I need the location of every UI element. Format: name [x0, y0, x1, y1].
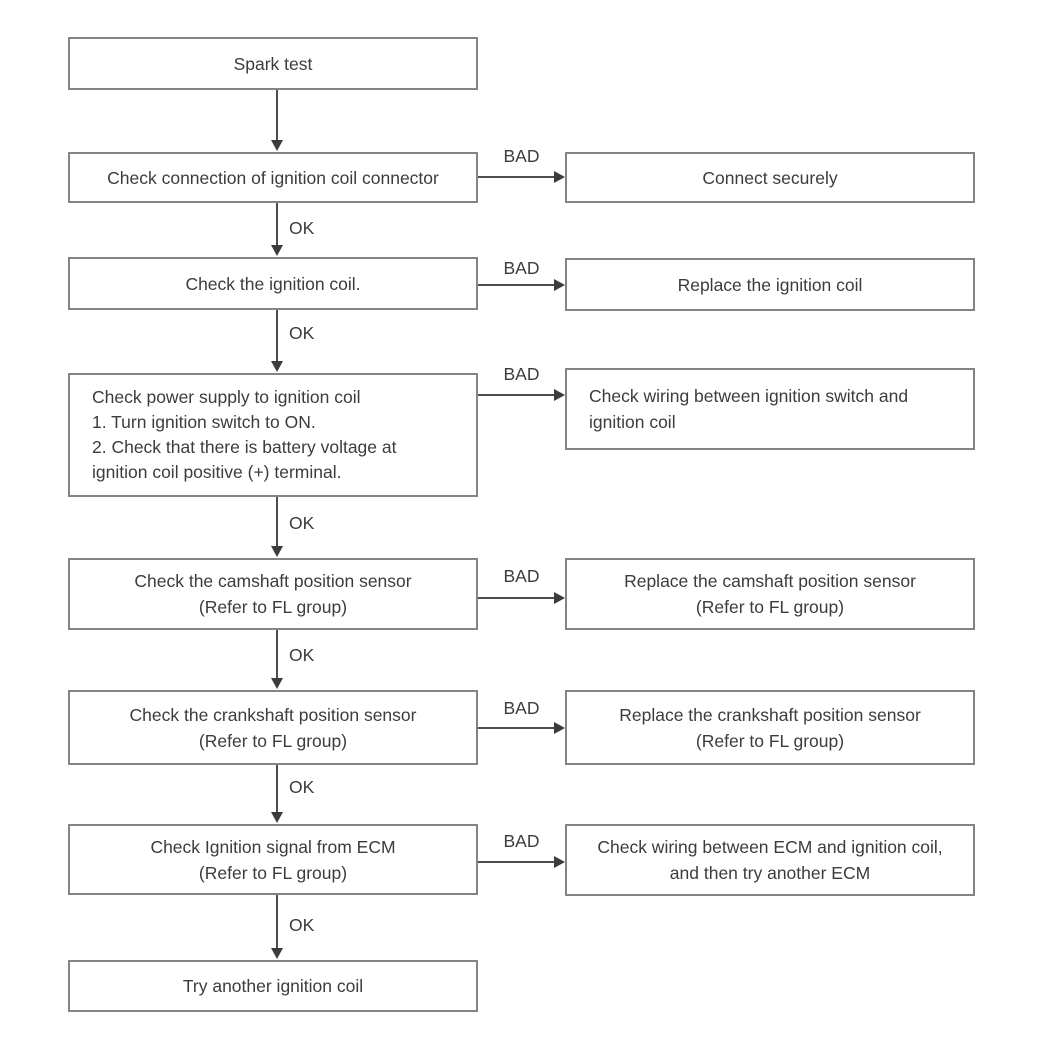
down-arrow-icon [271, 203, 283, 256]
right-arrow-icon [478, 856, 565, 868]
node-text: Check power supply to ignition coil [92, 387, 361, 407]
node-check-camshaft-sensor: Check the camshaft position sensor (Refe… [68, 558, 478, 630]
ok-label: OK [289, 513, 315, 533]
bad-label: BAD [503, 698, 540, 718]
right-arrow-icon [478, 389, 565, 401]
node-text: Check connection of ignition coil connec… [107, 167, 439, 188]
node-text-ref: (Refer to FL group) [198, 730, 348, 751]
ok-label: OK [289, 915, 315, 935]
right-arrow-icon [478, 722, 565, 734]
node-text: Try another ignition coil [182, 976, 364, 996]
bad-label: BAD [503, 364, 540, 384]
node-check-wiring-ecm-coil: Check wiring between ECM and ignition co… [565, 824, 975, 896]
node-text: Check wiring between ECM and ignition co… [597, 837, 943, 857]
node-text: Check wiring between ignition switch and [589, 386, 909, 406]
node-replace-ignition-coil: Replace the ignition coil [565, 258, 975, 311]
node-text-step1: 1. Turn ignition switch to ON. [92, 412, 316, 432]
node-check-wiring-switch-coil: Check wiring between ignition switch and… [565, 368, 975, 450]
node-text-ref: (Refer to FL group) [198, 862, 348, 883]
node-text-cont: and then try another ECM [669, 863, 871, 883]
node-check-connection: Check connection of ignition coil connec… [68, 152, 478, 203]
node-check-crankshaft-sensor: Check the crankshaft position sensor (Re… [68, 690, 478, 765]
bad-label: BAD [503, 566, 540, 586]
node-text-cont: ignition coil [589, 412, 676, 432]
node-text-ref: (Refer to FL group) [198, 597, 348, 617]
right-arrow-icon [478, 279, 565, 291]
ok-label: OK [289, 323, 315, 343]
node-text-ref: (Refer to FL group) [695, 597, 845, 617]
node-text: Spark test [233, 53, 313, 74]
node-check-ecm-signal: Check Ignition signal from ECM (Refer to… [68, 824, 478, 895]
ok-label: OK [289, 645, 315, 665]
bad-label: BAD [503, 258, 540, 278]
bad-label: BAD [503, 146, 540, 166]
node-check-ignition-coil: Check the ignition coil. [68, 257, 478, 310]
node-replace-camshaft-sensor: Replace the camshaft position sensor (Re… [565, 558, 975, 630]
bad-label: BAD [503, 831, 540, 851]
node-connect-securely: Connect securely [565, 152, 975, 203]
node-text-step2: 2. Check that there is battery voltage a… [92, 437, 397, 457]
down-arrow-icon [271, 497, 283, 557]
node-try-another-coil: Try another ignition coil [68, 960, 478, 1012]
down-arrow-icon [271, 310, 283, 372]
ok-label: OK [289, 777, 315, 797]
right-arrow-icon [478, 592, 565, 604]
node-text: Connect securely [702, 167, 838, 188]
node-text: Replace the crankshaft position sensor [619, 704, 921, 725]
down-arrow-icon [271, 630, 283, 689]
node-text: Replace the camshaft position sensor [624, 571, 916, 591]
down-arrow-icon [271, 90, 283, 151]
right-arrow-icon [478, 171, 565, 183]
ok-label: OK [289, 218, 315, 238]
down-arrow-icon [271, 765, 283, 823]
node-replace-crankshaft-sensor: Replace the crankshaft position sensor (… [565, 690, 975, 765]
node-text: Replace the ignition coil [677, 274, 863, 295]
node-text-ref: (Refer to FL group) [695, 730, 845, 751]
node-text-step2-cont: ignition coil positive (+) terminal. [92, 462, 342, 482]
node-text: Check the crankshaft position sensor [129, 704, 417, 725]
node-text: Check Ignition signal from ECM [150, 836, 396, 857]
node-spark-test: Spark test [68, 37, 478, 90]
node-check-power-supply: Check power supply to ignition coil 1. T… [68, 373, 478, 497]
node-text: Check the camshaft position sensor [134, 571, 412, 591]
down-arrow-icon [271, 895, 283, 959]
node-text: Check the ignition coil. [185, 273, 361, 294]
